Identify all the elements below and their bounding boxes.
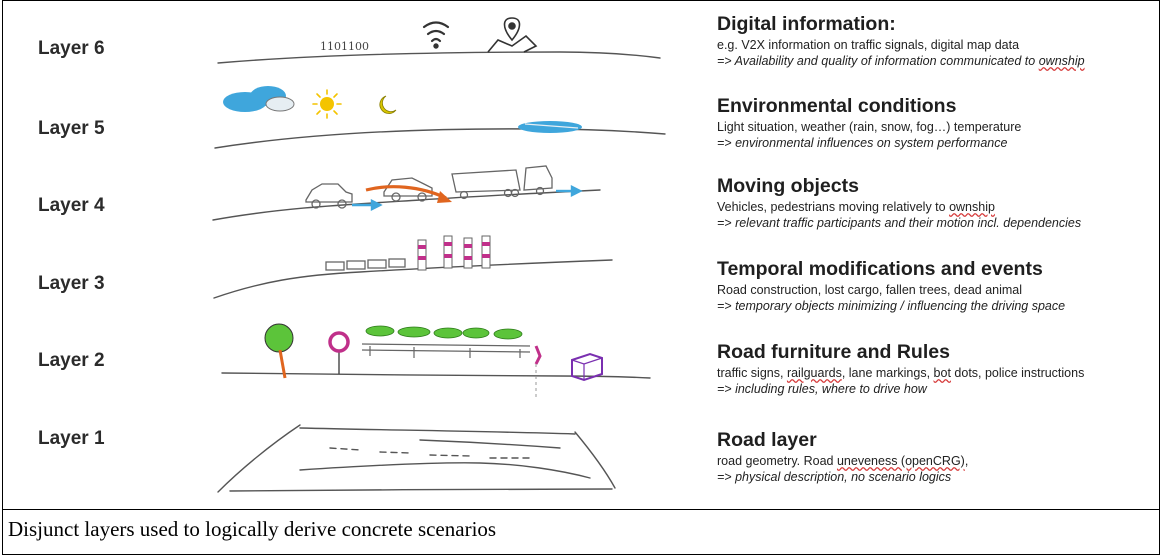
binary-sketch-text: 1101100 [320,40,369,53]
puddle-icon [518,121,582,133]
layer-6-line2: => Availability and quality of informati… [717,54,1085,68]
road-barrier-sketch [325,258,406,271]
guardrail-sketch [361,325,531,358]
layer-1-description: Road layer road geometry. Road uneveness… [717,429,1162,485]
layer-2-description: Road furniture and Rules traffic signs, … [717,341,1162,397]
sun-icon [312,89,342,119]
car-sketch-2 [383,177,433,202]
layer-6-title: Digital information: [717,13,896,35]
layer-5-label: Layer 5 [38,118,105,139]
layer1-road-bottom [229,488,613,492]
layer-3-description: Temporal modifications and events Road c… [717,258,1162,314]
caption-divider [2,509,1160,510]
layer-5-line2: => environmental influences on system pe… [717,136,1008,150]
layer-3-line1: Road construction, lost cargo, fallen tr… [717,283,1023,297]
layer3-ground-line [213,259,613,299]
layer-1-line2: => physical description, no scenario log… [717,470,952,484]
layer-6-line1: e.g. V2X information on traffic signals,… [717,38,1020,52]
layer-6-description: Digital information: e.g. V2X informatio… [717,13,1162,69]
layer-3-label: Layer 3 [38,273,105,294]
traffic-sign-icon [328,331,350,374]
truck-sketch [451,165,553,200]
layer-1-line1: road geometry. Road uneveness (openCRG), [717,454,969,468]
layer1-road-right-edge [574,431,616,489]
figure-caption: Disjunct layers used to logically derive… [8,517,497,541]
layer-4-title: Moving objects [717,175,859,197]
layer-4-description: Moving objects Vehicles, pedestrians mov… [717,175,1162,231]
layer1-lane-marking-3 [419,439,561,449]
layer-5-title: Environmental conditions [717,95,957,117]
layer-6-label: Layer 6 [38,38,105,59]
layer1-road-top [299,427,576,435]
layer2-ground-line [221,372,651,379]
layer-2-title: Road furniture and Rules [717,341,950,363]
layer-5-line1: Light situation, weather (rain, snow, fo… [717,120,1022,134]
wifi-icon [422,21,450,49]
layers-sketch: 1101100 [212,17,666,493]
layer-5-description: Environmental conditions Light situation… [717,95,1162,151]
moon-icon [379,95,397,114]
blue-arrow-1 [352,199,383,211]
layer1-lane-marking [329,447,531,459]
layer1-road-left-edge [217,424,301,493]
layer1-lane-marking-2 [299,462,591,479]
car-sketch-1 [305,183,353,209]
cube-icon [571,352,603,382]
layer-2-line1: traffic signs, railguards, lane markings… [717,366,1085,380]
layer-3-line2: => temporary objects minimizing / influe… [717,299,1066,313]
post-marker [534,345,542,400]
layer-4-label: Layer 4 [38,195,105,216]
blue-arrow-2 [556,185,583,197]
cloud-icon [223,86,295,112]
layer-4-line2: => relevant traffic participants and the… [717,216,1082,230]
map-pin-icon [487,17,538,53]
layer5-ground-line [214,128,666,149]
layer-2-label: Layer 2 [38,350,105,371]
layer-3-title: Temporal modifications and events [717,258,1043,280]
traffic-cones [417,235,491,271]
layer-2-line2: => including rules, where to drive how [717,382,927,396]
layer-1-title: Road layer [717,429,817,451]
layer6-ground-line [217,51,661,64]
orange-arrow [365,185,452,203]
layer-1-label: Layer 1 [38,428,105,449]
layer-4-line1: Vehicles, pedestrians moving relatively … [717,200,995,214]
tree-icon [264,323,294,379]
